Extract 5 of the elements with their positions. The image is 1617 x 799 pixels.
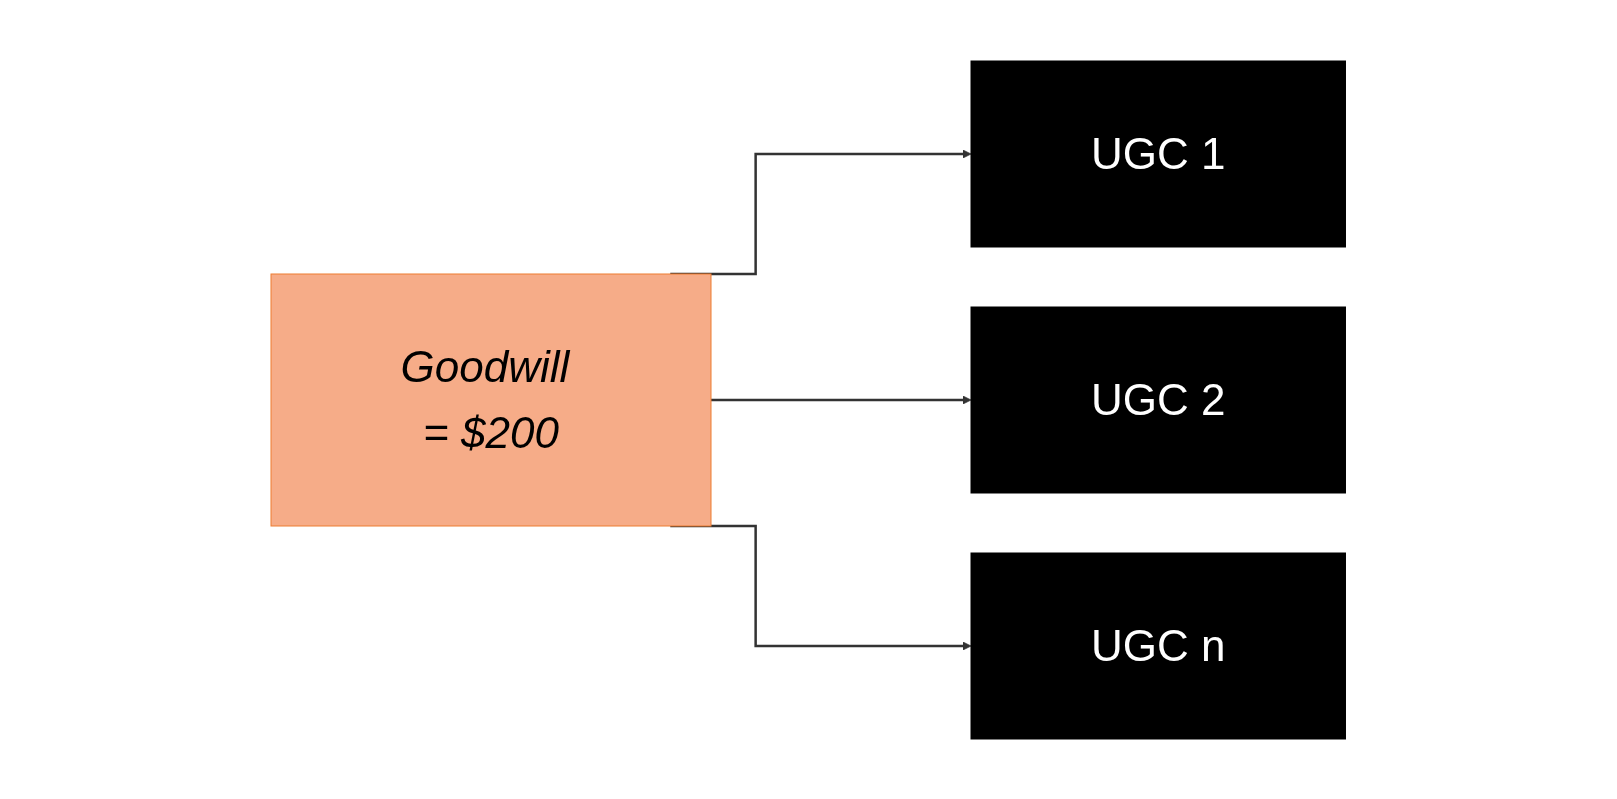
node-box: UGC 1: [970, 60, 1347, 247]
node-box: UGC 2: [970, 306, 1347, 493]
arrow: [711, 395, 972, 404]
node-box: Goodwill = $200: [270, 273, 712, 526]
node-box: UGC n: [970, 552, 1347, 739]
